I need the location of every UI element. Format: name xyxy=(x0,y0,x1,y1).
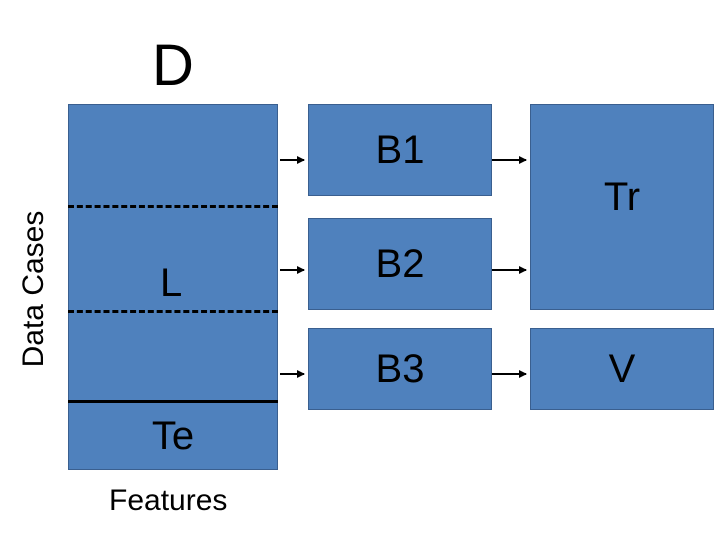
train-box: Tr xyxy=(530,104,714,310)
bootstrap-b1-label: B1 xyxy=(375,127,425,172)
learning-set-label: L xyxy=(160,261,183,305)
validation-label: V xyxy=(608,346,636,391)
x-axis-label: Features xyxy=(109,484,228,517)
train-label: Tr xyxy=(603,174,641,219)
bootstrap-b2-label: B2 xyxy=(375,241,425,286)
bootstrap-b1-box: B1 xyxy=(308,104,492,196)
bootstrap-b3-label: B3 xyxy=(375,346,425,391)
fold-divider-1 xyxy=(68,205,278,208)
bootstrap-b2-box: B2 xyxy=(308,218,492,310)
fold-divider-2 xyxy=(68,310,278,313)
dataset-test-block: Te xyxy=(68,402,278,470)
dataset-learning-block xyxy=(68,104,278,402)
validation-box: V xyxy=(530,328,714,410)
test-set-label: Te xyxy=(151,413,195,458)
test-divider xyxy=(68,400,278,403)
bootstrap-b3-box: B3 xyxy=(308,328,492,410)
diagram-title: D xyxy=(152,33,194,98)
